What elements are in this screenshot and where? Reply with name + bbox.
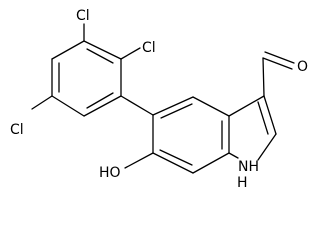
- hydroxy-label: HO: [99, 165, 121, 181]
- bond: [263, 95, 277, 135]
- chemical-structure: Cl Cl Cl O HO NH H: [10, 8, 308, 191]
- bond: [257, 133, 277, 161]
- chlorine-top-label: Cl: [76, 8, 90, 24]
- bond-c-cl-left: [31, 95, 53, 110]
- double-bond-inner: [86, 48, 114, 64]
- bond: [51, 95, 85, 117]
- trichlorophenyl-ring: [51, 40, 122, 117]
- double-bond-inner: [86, 92, 114, 109]
- bond: [83, 95, 122, 117]
- bond: [192, 152, 230, 174]
- double-bond-inner: [257, 101, 269, 135]
- bond: [228, 95, 265, 117]
- indole-benzo-ring: [152, 96, 230, 174]
- indole-nh-label: NH: [238, 159, 259, 175]
- double-bond-inner: [159, 149, 193, 166]
- bond-biaryl: [120, 95, 154, 116]
- structure-canvas: Cl Cl Cl O HO NH H: [10, 8, 308, 191]
- bond-cho-double-a: [262, 57, 293, 70]
- bond: [83, 40, 122, 60]
- bond: [228, 152, 239, 159]
- bond-c-cl-upper-right: [120, 47, 141, 60]
- bond: [192, 96, 230, 117]
- indole-h-label: H: [237, 175, 248, 191]
- aldehyde-oxygen-label: O: [297, 59, 308, 75]
- double-bond-inner: [160, 103, 193, 119]
- pyrrole-ring: [228, 95, 277, 161]
- bond: [51, 40, 85, 60]
- chlorine-left-label: Cl: [10, 122, 24, 138]
- chlorine-upper-right-label: Cl: [142, 40, 156, 56]
- bond: [152, 152, 194, 174]
- bond-c3-cho: [262, 57, 265, 97]
- bond-cho-double-b: [264, 51, 295, 64]
- bond: [152, 96, 194, 116]
- bond-c-oh: [124, 152, 154, 169]
